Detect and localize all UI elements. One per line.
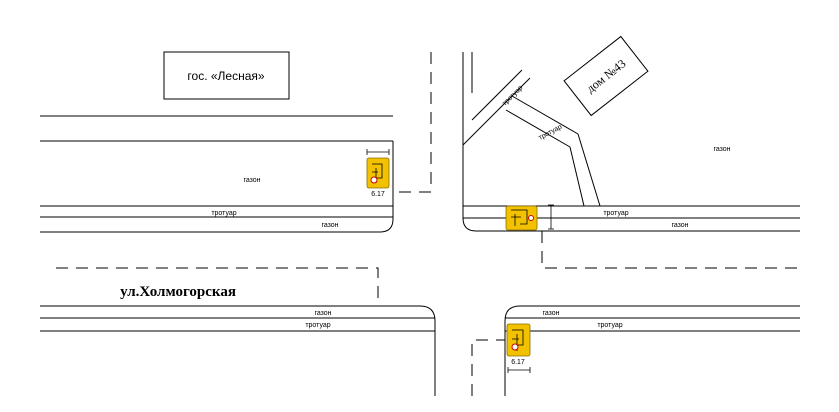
block-bottom-left (40, 305, 436, 396)
street-name: ул.Холмогорская (120, 284, 236, 300)
label-sidewalk-bottom-left: тротуар (305, 322, 330, 329)
label-gazon-top-right: газон (671, 222, 688, 229)
road-sign-6-17-bottom-right: 6.17 (506, 323, 531, 373)
label-gazon-far-right: газон (713, 146, 730, 153)
label-gazon-bottom-right: газон (542, 310, 559, 317)
label-sidewalk-top-right: тротуар (603, 210, 628, 217)
label-path-b: тротуар (538, 124, 564, 142)
road-centerline-left (56, 267, 379, 302)
road-sign-top-right (505, 204, 554, 231)
label-sidewalk-bottom-right: тротуар (597, 322, 622, 329)
block-top-left (40, 52, 432, 233)
sign-number-bottom-right: 6.17 (511, 359, 525, 366)
building-lesnaya: гос. «Лесная» (163, 51, 290, 100)
building-house-43-label: дом №43 (584, 56, 629, 95)
building-lesnaya-label: гос. «Лесная» (187, 69, 264, 83)
sign-number-left-top: 6.17 (371, 191, 385, 198)
block-bottom-right (471, 305, 800, 396)
label-sidewalk-top-left: тротуар (211, 210, 236, 217)
label-gazon-top-left-lower: газон (321, 222, 338, 229)
building-house-43: дом №43 (563, 35, 649, 117)
label-gazon-bottom-left: газон (314, 310, 331, 317)
label-gazon-top-left: газон (243, 177, 260, 184)
road-sign-6-17-top-left: 6.17 (366, 149, 390, 198)
label-path-a: тротуар (501, 84, 524, 107)
